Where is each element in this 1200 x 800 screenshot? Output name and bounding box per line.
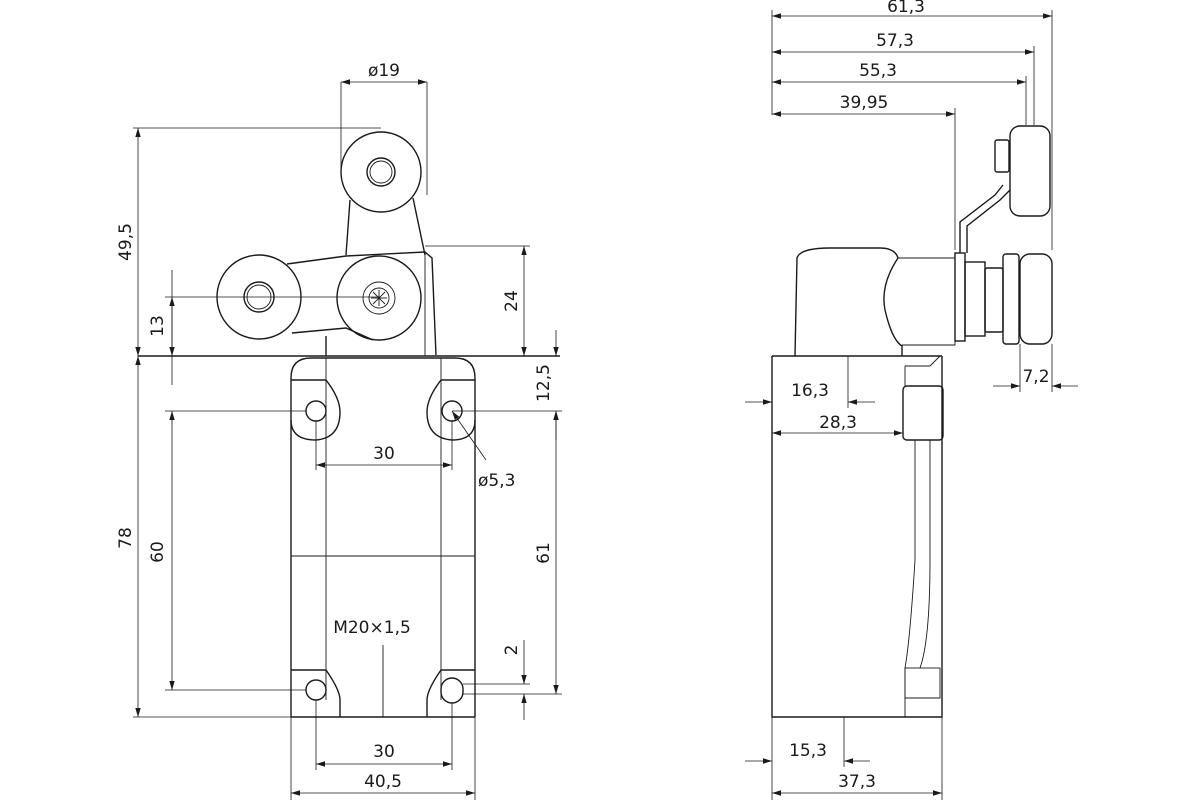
dim-side-55-3: 55,3 [859, 61, 897, 81]
side-lower-roller [1019, 253, 1053, 345]
dim-hole-h-top: 30 [373, 444, 395, 464]
dim-height-offset: 13 [148, 315, 168, 337]
dim-hole-v-left: 60 [148, 541, 168, 563]
dim-side-7-2: 7,2 [1022, 367, 1049, 387]
dim-side-37-3: 37,3 [838, 772, 876, 792]
dim-side-39-95: 39,95 [840, 93, 889, 113]
housing [138, 355, 560, 718]
thread-label: M20×1,5 [333, 618, 411, 638]
side-head [772, 247, 956, 357]
dim-side-57-3: 57,3 [876, 31, 914, 51]
dim-height-total: 49,5 [116, 223, 136, 261]
upper-roller [340, 131, 426, 256]
pivot-hub [336, 255, 422, 341]
lever-arm [286, 251, 437, 356]
dim-side-15-3: 15,3 [789, 741, 827, 761]
dim-roller-diameter: ø19 [368, 61, 400, 81]
dim-width: 40,5 [364, 772, 402, 792]
dim-hole-h-bottom: 30 [373, 742, 395, 762]
dim-body-height: 78 [116, 527, 136, 549]
dim-head-height: 12,5 [534, 364, 554, 402]
side-dimensions: 61,3 57,3 55,3 39,95 16,3 28,3 [745, 0, 1078, 800]
dim-small-offset: 2 [502, 645, 522, 656]
dim-hole-diameter: ø5,3 [478, 471, 515, 491]
side-body [771, 355, 944, 718]
side-view: 61,3 57,3 55,3 39,95 16,3 28,3 [745, 0, 1078, 800]
dim-height-pivot: 24 [502, 290, 522, 312]
side-plug [902, 385, 944, 441]
front-dimensions: ø19 49,5 13 24 12,5 30 [116, 61, 562, 800]
dim-side-61-3: 61,3 [887, 0, 925, 17]
dim-side-28-3: 28,3 [819, 413, 857, 433]
front-view: ø19 49,5 13 24 12,5 30 [116, 61, 562, 800]
side-upper-roller [1009, 125, 1051, 217]
dim-side-16-3: 16,3 [791, 381, 829, 401]
dim-hole-v-right: 61 [534, 542, 554, 564]
side-lever [954, 125, 1053, 345]
